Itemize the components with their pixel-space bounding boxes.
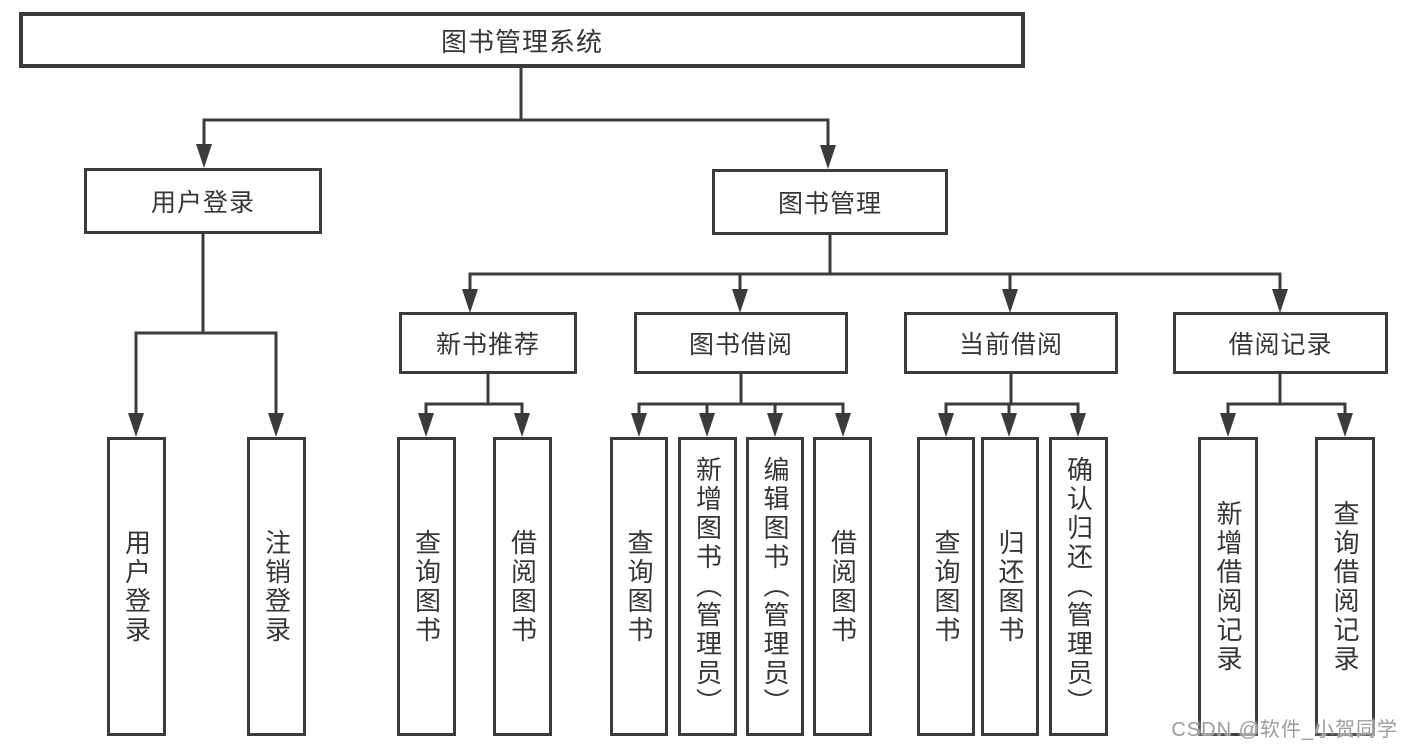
node-book-management: 图书管理	[712, 169, 948, 235]
node-label: 图书管理系统	[440, 26, 603, 57]
node-label: 借阅记录	[1228, 331, 1333, 359]
node-label: 图书管理	[777, 190, 882, 218]
node-label: 用户登录	[150, 189, 255, 217]
node-label: 图书借阅	[688, 331, 793, 359]
node-label: 新增图书（管理员）	[692, 456, 723, 717]
leaf-edit-book-admin: 编辑图书（管理员）	[746, 437, 804, 736]
node-label: 查询图书	[411, 528, 442, 645]
node-borrowing-records: 借阅记录	[1173, 312, 1388, 374]
node-label: 新书推荐	[435, 331, 540, 359]
csdn-watermark: CSDN @软件_小贺同学	[1171, 719, 1398, 741]
connector-current-borrowing-to-children	[938, 374, 1086, 437]
node-label: 当前借阅	[958, 331, 1063, 359]
node-label: 确认归还（管理员）	[1063, 456, 1094, 717]
connector-book-management-to-level2	[462, 235, 1288, 313]
node-label: 借阅图书	[507, 528, 538, 645]
leaf-user-login: 用户登录	[107, 437, 166, 736]
node-user-login: 用户登录	[84, 168, 322, 234]
connector-root-to-level1	[196, 66, 836, 169]
leaf-logout: 注销登录	[247, 437, 306, 736]
node-label: 查询图书	[624, 528, 654, 645]
leaf-query-books-recommend: 查询图书	[397, 437, 456, 736]
leaf-confirm-return-admin: 确认归还（管理员）	[1049, 437, 1108, 736]
leaf-query-borrow-record: 查询借阅记录	[1315, 437, 1375, 736]
leaf-query-books-borrowing: 查询图书	[610, 437, 668, 736]
node-current-borrowing: 当前借阅	[904, 312, 1118, 374]
node-label: 用户登录	[121, 528, 152, 645]
node-label: 编辑图书（管理员）	[760, 456, 790, 717]
connector-new-book-recommendation-to-children	[418, 374, 530, 437]
leaf-return-books: 归还图书	[981, 437, 1039, 736]
leaf-query-books-current: 查询图书	[917, 437, 975, 736]
leaf-borrow-books: 借阅图书	[813, 437, 872, 736]
node-book-borrowing: 图书借阅	[634, 312, 848, 374]
node-label: 查询图书	[931, 528, 961, 645]
connector-user-login-to-children	[128, 234, 284, 437]
leaf-add-borrow-record: 新增借阅记录	[1198, 437, 1258, 736]
node-library-management-system: 图书管理系统	[19, 12, 1025, 68]
node-label: 新增借阅记录	[1213, 499, 1243, 674]
node-new-book-recommendation: 新书推荐	[399, 312, 577, 374]
node-label: 查询借阅记录	[1330, 499, 1360, 674]
node-label: 注销登录	[261, 528, 292, 645]
node-label: 归还图书	[995, 528, 1025, 645]
connector-borrowing-records-to-children	[1220, 374, 1353, 437]
leaf-borrow-books-recommend: 借阅图书	[493, 437, 552, 736]
connector-book-borrowing-to-children	[631, 374, 851, 437]
node-label: 借阅图书	[827, 528, 858, 645]
leaf-add-book-admin: 新增图书（管理员）	[678, 437, 737, 736]
